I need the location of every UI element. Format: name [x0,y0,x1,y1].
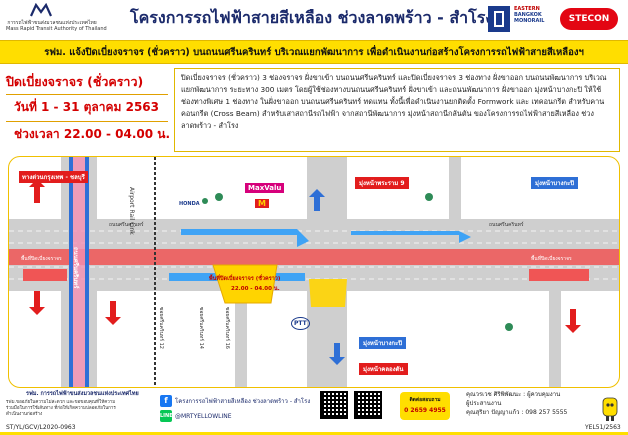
closure-date: วันที่ 1 - 31 ตุลาคม 2563 [14,100,159,114]
mrta-name-th: การรถไฟฟ้าขนส่งมวลชนแห่งประเทศไทย [7,20,97,26]
maxvalu-logo: MaxValu [245,183,285,193]
closure-time: ช่วงเวลา 22.00 - 04.00 น. [14,127,171,141]
header: การรถไฟฟ้าขนส่งมวลชนแห่งประเทศไทย Mass R… [0,0,628,40]
contact-info: คุณวรเวช ศิริพิพัฒนะ : ผู้ควบคุมงาน ผู้ป… [466,390,596,417]
soi-14-label: ซอยศรีนครินทร์ 14 [198,307,204,349]
facebook-icon: f [160,395,172,407]
arrow-icon-blue-down [329,343,345,365]
closure-heading: ปิดเบี่ยงจราจร (ชั่วคราว) [6,74,144,89]
partner-square-logo [488,6,510,32]
closure-area-time: 22.00 - 04.00 น. [231,286,280,292]
mrta-logo-icon [30,3,52,17]
contact-role-1: ผู้ประสานงาน [466,400,502,407]
diversion-arrow-top [181,229,309,247]
reference-number: YEL51/2563 [585,424,621,431]
contact-name-1: คุณวรเวช ศิริพิพัฒนะ : ผู้ควบคุมงาน [466,391,561,398]
arrow-icon-up [29,179,45,203]
honda-logo: HONDA [179,201,200,207]
side-road [235,291,247,387]
closed-lane-left-label: พื้นที่ปิดเบี่ยงจราจร [21,256,62,262]
footer: รฟม. การรถไฟฟ้าขนส่งมวลชนแห่งประเทศไทย ร… [0,390,628,435]
contact-name-2: คุณสุริยา ปัญญาแก้ว : 098 257 5555 [466,409,568,416]
closed-lane-right-label: พื้นที่ปิดเบี่ยงจราจร [531,256,572,262]
closure-area [212,264,278,304]
arrow-icon-down-2 [105,301,121,325]
closure-area-label: พื้นที่ปิดเบี่ยงจราจร (ชั่วคราว) [209,276,281,282]
hotline-number: 0 2659 4955 [404,407,446,414]
to-bangkapi-bottom-label: มุ่งหน้าบางกะปิ [359,337,407,349]
facebook-link[interactable]: f โครงการรถไฟฟ้าสายสีเหลือง ช่วงลาดพร้าว… [160,395,310,407]
closed-lane-right [529,269,589,281]
bottom-stripe [0,432,628,435]
cross-road [307,157,347,387]
closure-info: ปิดเบี่ยงจราจร (ชั่วคราว) วันที่ 1 - 31 … [6,70,171,150]
footer-disclaimer: รฟม.ขออภัยในความไม่สะดวก และขอขอบคุณที่ใ… [6,400,116,417]
traffic-map: ทางด่วนกรุงเทพ - ชลบุรี Airport Rail Lin… [8,156,620,388]
to-kaewsamrit-label: มุ่งหน้าคลองตัน [359,363,408,375]
footer-mrta-block: รฟม. การรถไฟฟ้าขนส่งมวลชนแห่งประเทศไทย ร… [6,390,139,426]
line-link[interactable]: LINE @MRTYELLOWLINE [160,410,232,422]
arrow-icon-down [29,291,45,315]
mrta-name-en: Mass Rapid Transit Authority of Thailand [6,26,107,32]
qr-code-line[interactable] [354,391,382,419]
expressway-edge-right [85,157,89,387]
monorail-line [9,249,619,265]
mascot-icon [602,397,618,421]
to-rama9-label: มุ่งหน้าพระราม 9 [355,177,409,189]
footer-mrta-name: รฟม. การรถไฟฟ้าขนส่งมวลชนแห่งประเทศไทย [26,391,139,397]
mrta-logo: การรถไฟฟ้าขนส่งมวลชนแห่งประเทศไทย Mass R… [6,3,107,37]
ptt-logo: PTT [291,317,310,330]
mcdonalds-logo: M [255,199,269,208]
stecon-logo: STECON [560,8,618,30]
arrow-icon-down-3 [565,309,581,333]
expressway-label: ทางด่วนกรุงเทพ - ชลบุรี [19,171,88,183]
srinakarin-road-label: ถนนศรีนครินทร์ [72,247,79,289]
announcement-subtitle: รฟม. แจ้งปิดเบี่ยงจราจร (ชั่วคราว) บนถนน… [0,40,628,64]
diversion-arrow-top-right [351,231,471,243]
closed-lane-left [23,269,67,281]
hotline-label: ติดต่อสอบถาม [409,397,441,403]
arrow-icon-blue-up [309,189,325,211]
soi-16-label: ซอยศรีนครินทร์ 16 [224,307,230,349]
qr-code-facebook[interactable] [320,391,348,419]
map-drawing [9,157,619,387]
page-title: โครงการรถไฟฟ้าสายสีเหลือง ช่วงลาดพร้าว -… [130,8,494,27]
closure-description: ปิดเบี่ยงจราจร (ชั่วคราว) 3 ช่องจราจร ฝั… [174,68,620,152]
to-bangkapi-top-label: มุ่งหน้าบางกะปิ [531,177,579,189]
expressway-line [71,157,87,387]
soi-12-label: ซอยศรีนครินทร์ 12 [158,307,164,349]
road-name-left: ถนนศรีนครินทร์ [109,222,144,228]
road-name-right: ถนนศรีนครินทร์ [489,222,524,228]
closure-area-2 [309,279,347,307]
line-icon: LINE [160,410,173,422]
ebm-logo: EASTERN BANGKOK MONORAIL [514,6,545,24]
document-code: ST/YL/GCV/L2020-0963 [6,424,76,431]
hotline-box: ติดต่อสอบถาม 0 2659 4955 [400,392,450,420]
expressway-edge-left [69,157,73,387]
